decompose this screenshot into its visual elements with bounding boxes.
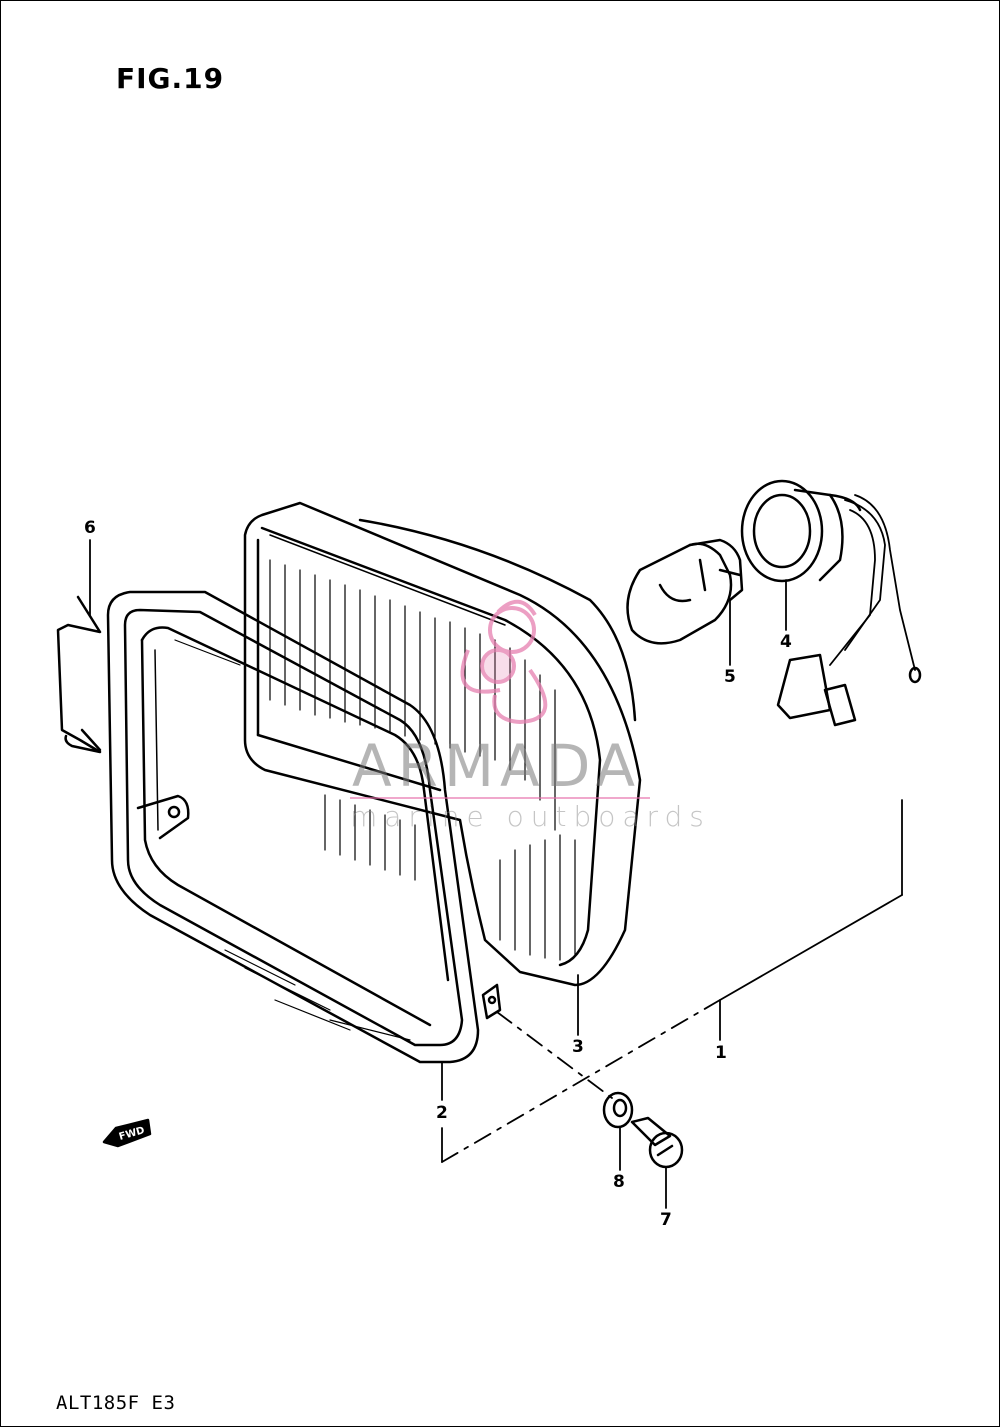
callout-5: 5 [724,667,736,687]
figure-title: FIG.19 [116,62,225,95]
screw [630,1116,684,1169]
washer [602,1091,634,1129]
callout-8: 8 [613,1172,625,1192]
forward-arrow [102,1118,152,1148]
callout-3: 3 [572,1037,584,1057]
retaining-clip [56,595,102,754]
headlight-bulb [626,538,744,645]
callout-4: 4 [780,632,792,652]
watermark-brand: ARMADA [352,732,642,800]
watermark-underline [350,797,650,799]
callout-6: 6 [84,518,96,538]
headlight-rim [106,590,502,1064]
bulb-socket [740,479,922,727]
callout-7: 7 [660,1210,672,1230]
callout-2: 2 [436,1103,448,1123]
watermark-tagline: marine outboards [350,800,711,833]
armada-logo-icon [460,599,548,725]
callout-1: 1 [715,1043,727,1063]
model-code: ALT185F E3 [56,1392,176,1414]
